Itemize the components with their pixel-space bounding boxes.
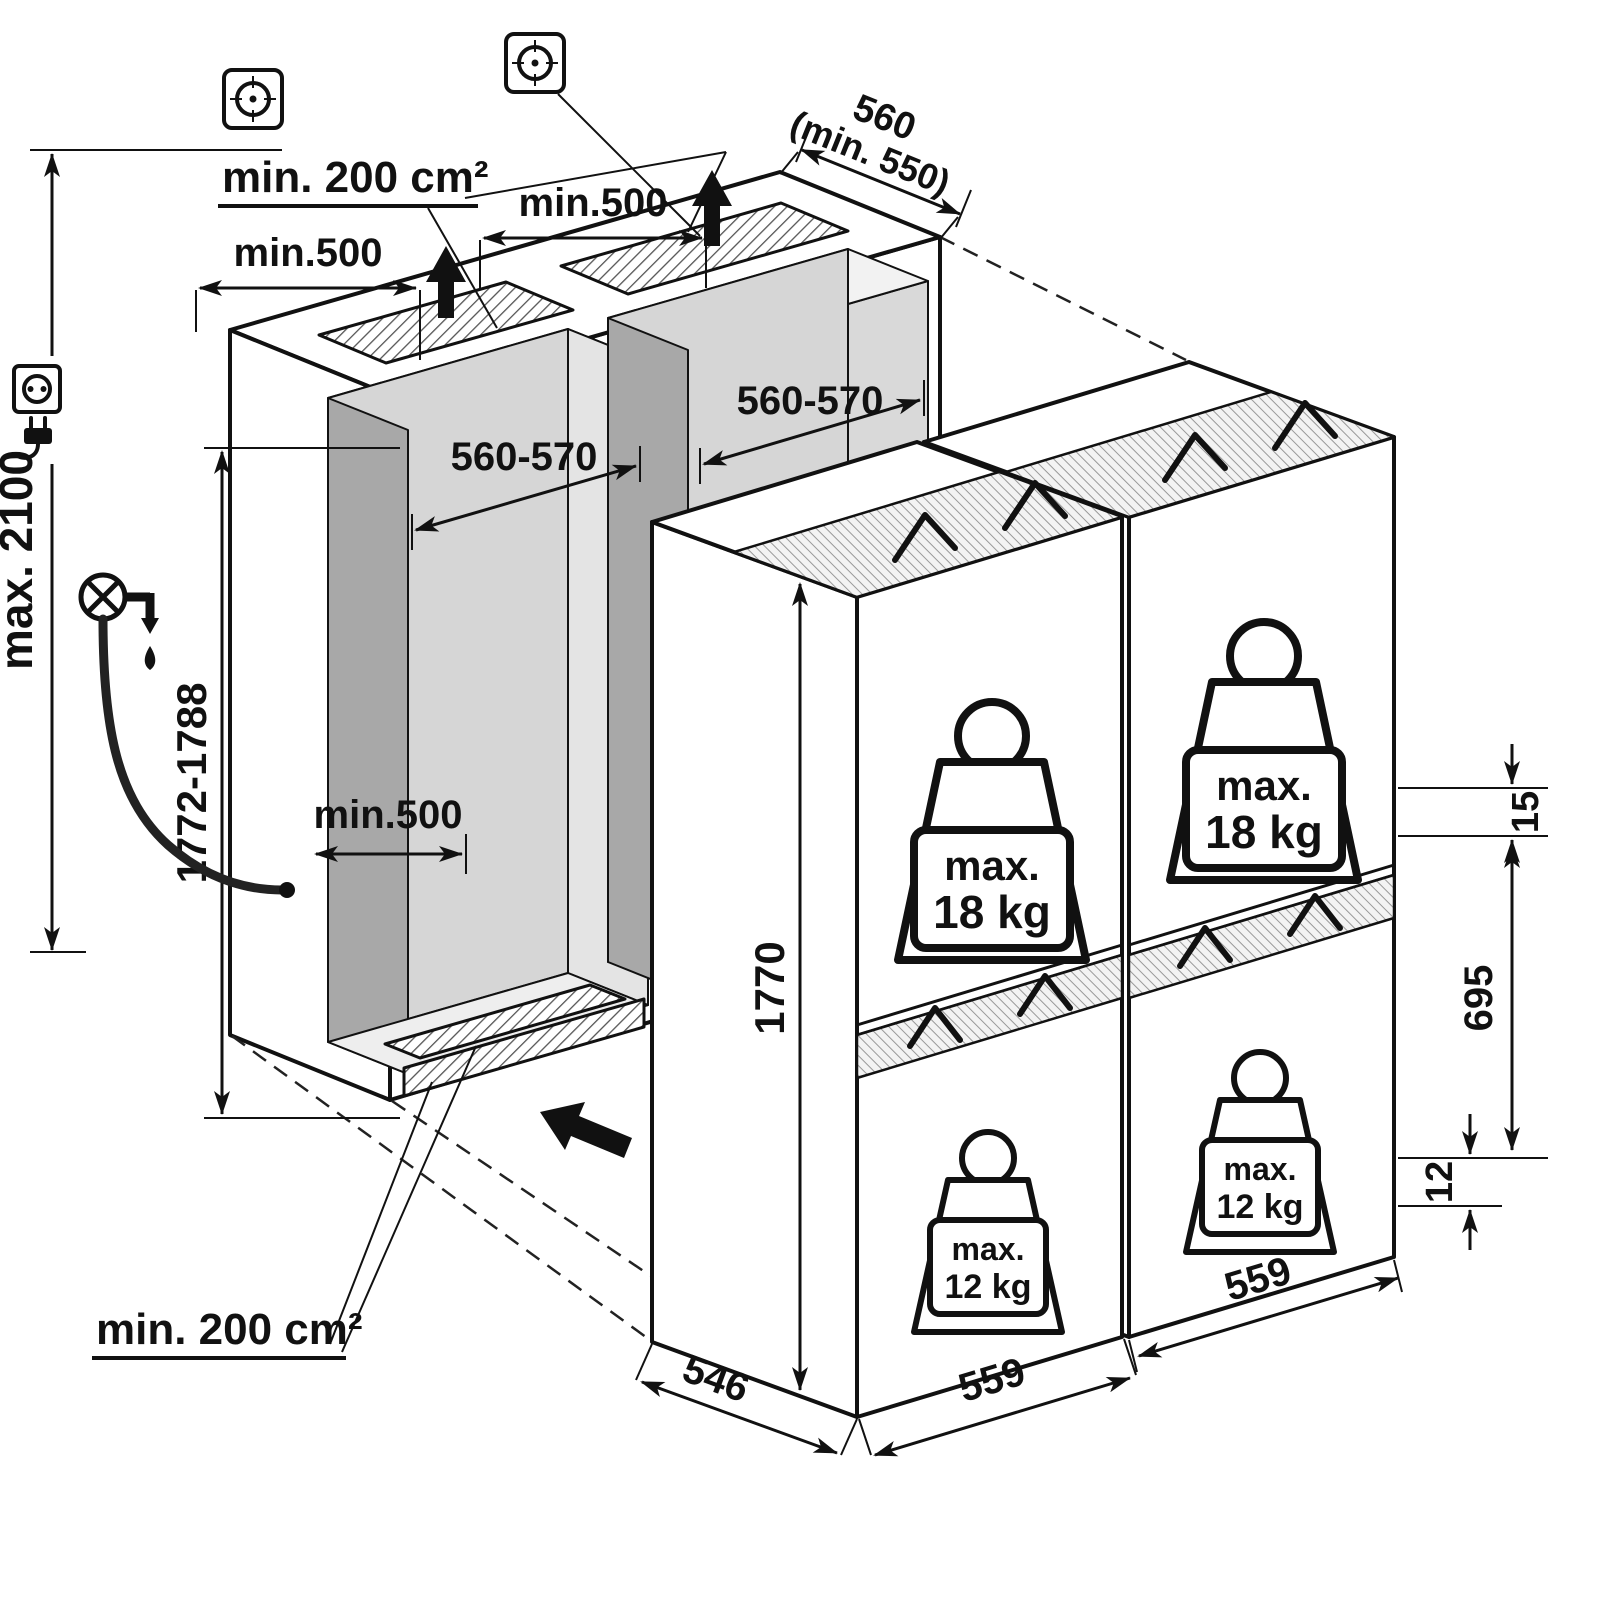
overall-height-label: max. 2100	[0, 450, 42, 670]
weight-12kg-icon: max. 12 kg	[1183, 1049, 1337, 1255]
bay-front-left-wall	[327, 397, 409, 1075]
weight-value-label: 18 kg	[1205, 806, 1323, 858]
right-column-top-hardware	[1004, 390, 1396, 519]
appliance-column-left: max. 18 kg max. 12 kg	[650, 440, 1124, 1419]
top-vent-grille-right	[559, 201, 850, 296]
base-airflow-arrow-icon	[540, 1102, 632, 1158]
weight-value-label: 12 kg	[945, 1268, 1032, 1306]
floor-vent-grille	[383, 983, 627, 1060]
ceiling-fixture-icon	[222, 68, 284, 130]
guide-line-bottom-rear	[231, 1034, 651, 1342]
airflow-up-arrow-icon	[692, 170, 732, 246]
note-vent-area-bottom: min. 200 cm²	[92, 1045, 477, 1360]
water-hose	[98, 614, 287, 895]
weight-max-label: max.	[952, 1231, 1025, 1267]
guide-line-bottom-front	[391, 1099, 856, 1416]
appliance-height-label: 1770	[746, 941, 793, 1034]
weight-max-label: max.	[944, 842, 1040, 889]
weight-max-label: max.	[1216, 762, 1312, 809]
right-column-mid-hardware	[1127, 873, 1396, 1000]
hardware-bracket-icon	[907, 1005, 963, 1049]
hose-connector-icon	[279, 882, 295, 898]
dim-appliance-height: 1770	[746, 582, 808, 1391]
vent-area-bottom-label: min. 200 cm²	[96, 1305, 363, 1354]
clearance-left-label: min.500	[234, 231, 383, 275]
niche-width-front-label: 560-570	[451, 435, 598, 479]
hardware-bracket-icon	[1162, 432, 1228, 483]
door-height-label: 695	[1457, 965, 1501, 1032]
power-plug-icon	[16, 416, 52, 460]
gap-bottom-label: 12	[1419, 1161, 1461, 1203]
dim-clearance-right: min.500	[479, 181, 707, 288]
hardware-bracket-icon	[1002, 480, 1068, 531]
power-socket-icon	[12, 364, 62, 414]
hardware-bracket-icon	[1017, 973, 1073, 1017]
dim-niche-width-rear: 560-570	[699, 379, 925, 484]
clearance-floor-label: min.500	[314, 793, 463, 837]
dim-niche-width-front: 560-570	[411, 435, 641, 550]
water-tap-icon	[78, 572, 159, 670]
vent-area-top-label: min. 200 cm²	[222, 153, 489, 202]
airflow-up-arrow-icon	[426, 246, 466, 318]
water-drop-icon	[144, 646, 156, 670]
top-vent-grille-left	[317, 280, 575, 365]
weight-max-label: max.	[1224, 1151, 1297, 1187]
clearance-right-label: min.500	[519, 181, 668, 225]
weight-value-label: 18 kg	[933, 886, 1051, 938]
hardware-bracket-icon	[1177, 925, 1233, 969]
weight-18kg-icon: max. 18 kg	[894, 698, 1090, 964]
hardware-bracket-icon	[1272, 400, 1338, 451]
niche-width-rear-label: 560-570	[737, 379, 884, 423]
weight-12kg-icon: max. 12 kg	[911, 1129, 1065, 1335]
note-vent-area-top: min. 200 cm²	[218, 151, 727, 329]
dim-right-chain: 15 695 12	[1398, 744, 1548, 1250]
dim-clearance-left: min.500	[195, 231, 421, 360]
guide-line-top	[939, 235, 1187, 362]
hardware-bracket-icon	[892, 512, 958, 563]
ceiling-fixture-icon	[504, 32, 701, 237]
weight-18kg-icon: max. 18 kg	[1166, 618, 1362, 884]
weight-value-label: 12 kg	[1217, 1188, 1304, 1226]
dim-overall-height: max. 2100	[0, 149, 282, 953]
gap-top-label: 15	[1505, 791, 1547, 833]
dim-clearance-floor: min.500	[314, 793, 467, 874]
hardware-bracket-icon	[1287, 893, 1343, 937]
